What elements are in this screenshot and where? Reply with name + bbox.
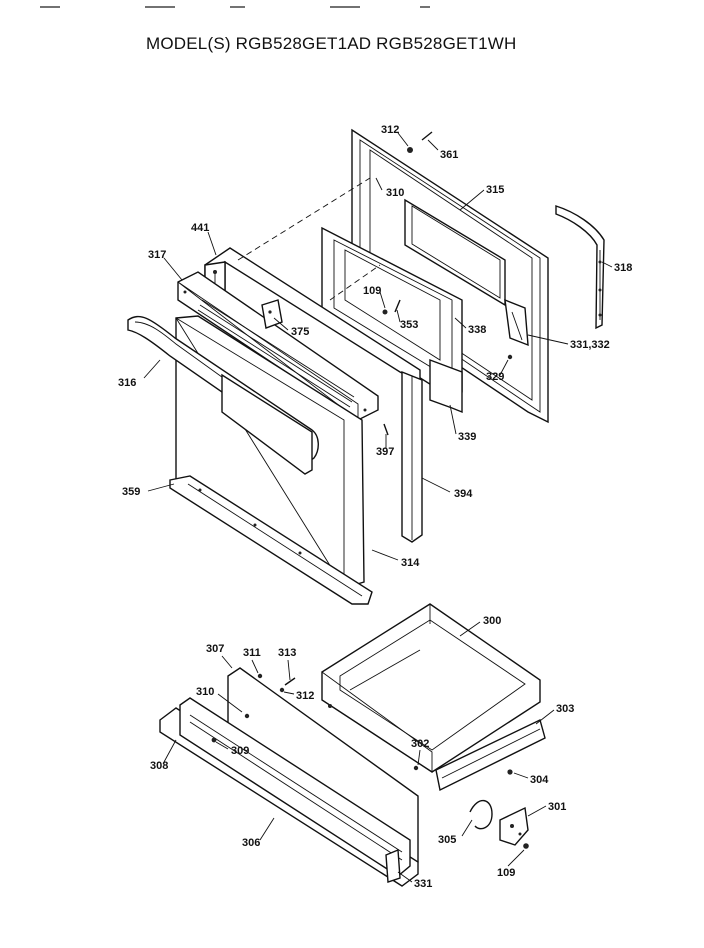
door-stop-bracket-375 [261,299,283,329]
label-310: 310 [386,187,404,199]
door-gasket-318 [555,205,605,330]
label-375: 375 [291,326,309,338]
screw-361 [421,131,433,141]
label-302: 302 [411,738,429,750]
screw-309 [211,737,217,743]
screw-353 [394,299,401,313]
screw-329 [507,354,513,360]
label-307: 307 [206,643,224,655]
alignment-line [237,177,371,261]
door-handle-316 [127,315,319,475]
clip-397 [383,423,389,436]
label-303: 303 [556,703,574,715]
side-trim-394 [401,370,423,543]
screw-311 [257,673,263,679]
spring-clip-305 [469,799,493,830]
label-338: 338 [468,324,486,336]
label-315: 315 [486,184,504,196]
inner-liner-339 [429,358,463,414]
label-313: 313 [278,647,296,659]
label-306: 306 [242,837,260,849]
drawer-front-panel-306 [159,697,419,887]
page-title: MODEL(S) RGB528GET1AD RGB528GET1WH [146,34,517,53]
label-304: 304 [530,774,549,786]
screw-304 [507,769,513,775]
scan-top-edge [0,0,704,8]
screw-109b [523,843,529,849]
screw-302 [413,765,419,771]
drawer-rail-303 [435,719,546,792]
screw-109a [382,309,388,315]
label-361: 361 [440,149,458,161]
label-317: 317 [148,249,166,261]
label-329: 329 [486,371,504,383]
label-359: 359 [122,486,140,498]
hinge-bracket-331-332 [504,298,529,347]
label-109: 109 [363,285,381,297]
label-353: 353 [400,319,418,331]
screw-310b [244,713,250,719]
label-331-332: 331,332 [570,339,610,351]
screw-313 [284,677,296,686]
label-331: 331 [414,878,432,890]
leader-lines [143,132,613,883]
label-305: 305 [438,834,456,846]
label-308: 308 [150,760,168,772]
label-312b: 312 [296,690,314,702]
alignment-line [329,264,381,301]
door-bottom-trim-359 [169,475,373,605]
label-339: 339 [458,431,476,443]
label-394: 394 [454,488,473,500]
label-310b: 310 [196,686,214,698]
screw-312a [407,147,413,153]
label-314: 314 [401,557,420,569]
slide-bracket-301 [499,806,529,846]
label-318: 318 [614,262,632,274]
drawer-box-300 [321,603,541,773]
label-301: 301 [548,801,566,813]
label-441: 441 [191,222,209,234]
label-397: 397 [376,446,394,458]
label-312: 312 [381,124,399,136]
label-311: 311 [243,647,261,659]
drawer-bracket-331 [385,848,401,883]
screw-312b [279,687,285,693]
part-labels: 312 361 310 315 318 441 317 109 353 375 … [118,124,632,890]
door-top-trim-317 [177,271,379,421]
label-316: 316 [118,377,136,389]
label-109b: 109 [497,867,515,879]
label-309: 309 [231,745,249,757]
label-300: 300 [483,615,501,627]
